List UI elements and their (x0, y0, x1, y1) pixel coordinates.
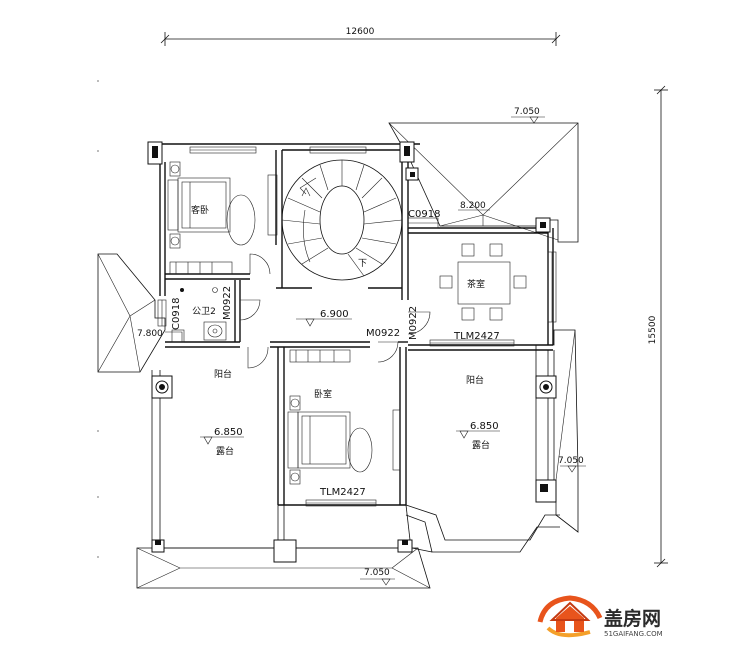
brand-logo: 盖房网 51GAIFANG.COM (537, 595, 663, 638)
label-window-stair: C0918 (408, 209, 440, 220)
roof-left: 7.800 (97, 253, 166, 373)
level-roof-right: 7.050 (558, 456, 584, 466)
label-door-stair: M0922 (408, 306, 419, 340)
brand-url: 51GAIFANG.COM (604, 630, 663, 638)
walls (151, 143, 560, 553)
label-stair-down: 下 (358, 259, 367, 269)
level-landing: 6.900 (320, 309, 349, 320)
dimension-top: 12600 (160, 27, 561, 46)
room-labels: 客卧 公卫2 卧室 阳台 阳台 露台 露台 (191, 204, 490, 457)
columns (147, 141, 557, 563)
label-door-bath: M0922 (222, 286, 233, 320)
label-guest-bedroom: 客卧 (191, 204, 209, 216)
windows (157, 146, 557, 507)
label-window-bath: C0918 (171, 298, 182, 330)
level-roof-bottom: 7.050 (364, 568, 390, 578)
label-sliding-tea: TLM2427 (453, 331, 500, 342)
label-bedroom: 卧室 (314, 388, 332, 400)
dimension-height-label: 15500 (648, 315, 658, 344)
bathroom-fixtures (171, 287, 227, 343)
tea-table: 茶室 (439, 243, 527, 321)
level-terrace-right: 6.850 (470, 421, 499, 432)
brand-name: 盖房网 (604, 607, 661, 630)
bedroom-furniture (287, 349, 401, 485)
level-tea-room-top: 8.200 (460, 201, 486, 211)
level-terrace-left: 6.850 (214, 427, 243, 438)
roof-bottom: 7.050 (136, 547, 431, 589)
label-public-bath: 公卫2 (192, 306, 216, 317)
label-terrace-right: 露台 (472, 439, 490, 451)
level-roof-top: 7.050 (514, 107, 540, 117)
level-roof-left: 7.800 (137, 329, 163, 339)
level-markers: 6.900 6.850 6.850 8.200 (200, 201, 500, 445)
label-balcony-left: 阳台 (214, 368, 232, 380)
spiral-stair: 下 (281, 159, 403, 281)
label-tea-room: 茶室 (467, 278, 485, 290)
label-sliding-bedroom: TLM2427 (319, 487, 366, 498)
dimension-right: 15500 (648, 85, 668, 568)
label-balcony-right: 阳台 (466, 374, 484, 386)
label-terrace-left: 露台 (216, 445, 234, 457)
guest-bed (167, 161, 278, 275)
dimension-width-label: 12600 (346, 27, 375, 37)
label-door-bedroom: M0922 (366, 328, 400, 339)
doors (165, 253, 431, 369)
house-logo-icon (537, 595, 603, 638)
opening-labels: C0918 C0918 M0922 M0922 M0922 TLM2427 TL… (171, 209, 500, 498)
